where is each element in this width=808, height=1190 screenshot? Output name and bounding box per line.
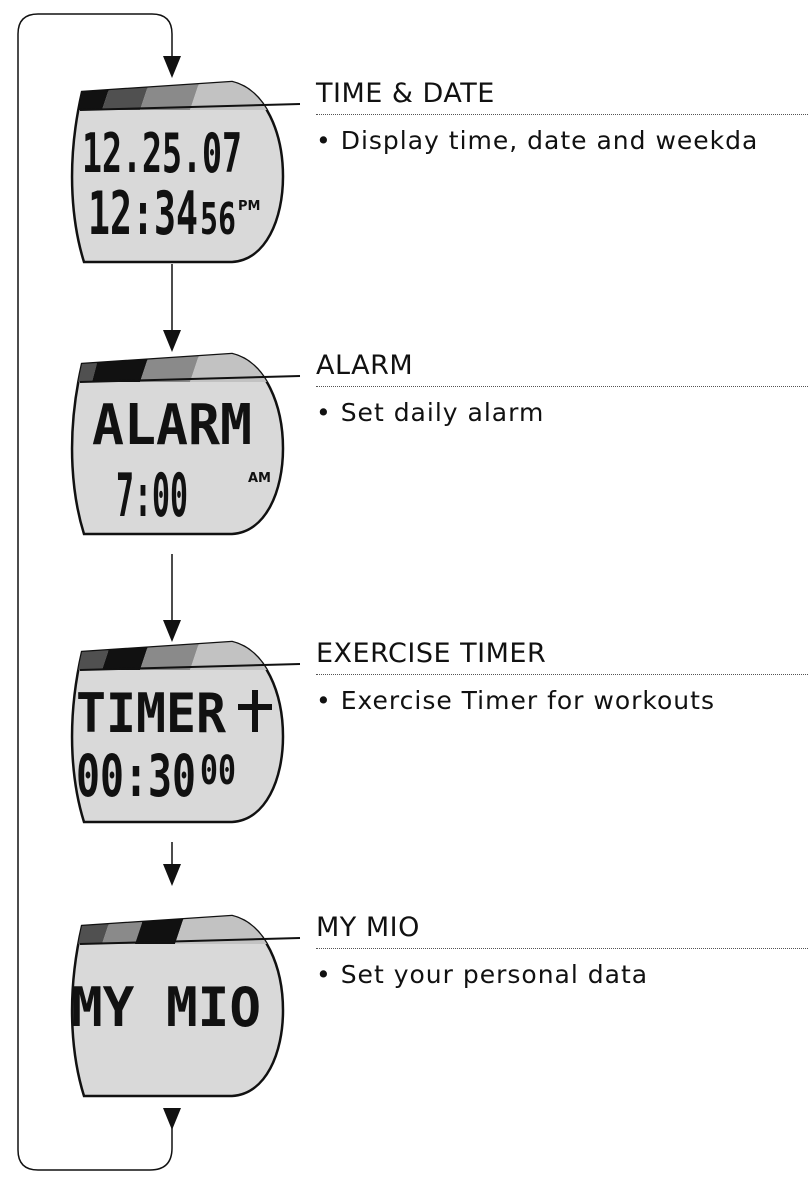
- watch-screen-exercise-timer: TIMER 00:30 00: [70, 640, 301, 824]
- dotted-divider: [316, 386, 808, 387]
- loop-connector-line: [17, 13, 173, 1171]
- dotted-divider: [316, 948, 808, 949]
- lcd-seconds: 00: [200, 748, 236, 794]
- lcd-line-2: 12:34: [88, 179, 198, 249]
- mode-title: TIME & DATE: [316, 78, 495, 109]
- mode-title: ALARM: [316, 350, 414, 381]
- watch-screen-outline: [70, 640, 285, 824]
- flow-arrow-1: [163, 264, 181, 352]
- lcd-line-2: 00:30: [76, 742, 196, 810]
- lcd-line-1: TIMER: [76, 682, 226, 745]
- lcd-line-2: 7:00: [116, 461, 188, 531]
- mode-title: MY MIO: [316, 912, 420, 943]
- lcd-am-pm-indicator: AM: [248, 471, 271, 486]
- timer-plus-icon: [238, 690, 272, 732]
- mode-block-alarm: ALARM • Set daily alarm: [316, 350, 808, 428]
- mode-description: • Display time, date and weekda: [316, 126, 759, 155]
- loop-arrowhead-bottom: [163, 1108, 181, 1130]
- mode-description: • Set your personal data: [316, 960, 649, 989]
- mode-block-time-date: TIME & DATE • Display time, date and wee…: [316, 78, 808, 156]
- loop-arrowhead-top: [163, 56, 181, 78]
- watch-screen-alarm: ALARM 7:00 AM: [70, 352, 301, 536]
- lcd-am-pm-indicator: PM: [238, 199, 260, 214]
- mode-title: EXERCISE TIMER: [316, 638, 547, 669]
- mode-block-exercise-timer: EXERCISE TIMER • Exercise Timer for work…: [316, 638, 808, 716]
- watch-screen-outline: [70, 914, 285, 1098]
- watch-screen-my-mio: MY MIO: [70, 914, 301, 1098]
- flow-arrow-2: [163, 554, 181, 642]
- mode-description: • Exercise Timer for workouts: [316, 686, 715, 715]
- mode-description: • Set daily alarm: [316, 398, 545, 427]
- mode-block-my-mio: MY MIO • Set your personal data: [316, 912, 808, 990]
- lcd-seconds: 56: [200, 194, 236, 245]
- watch-screen-outline: [70, 352, 285, 536]
- lcd-line-1: MY MIO: [71, 976, 261, 1039]
- lcd-line-1: 12.25.07: [82, 122, 242, 185]
- watch-screen-outline: [70, 80, 285, 264]
- watch-screen-time-date: 12.25.07 12:34 56 PM: [70, 80, 301, 264]
- flow-arrow-3: [163, 842, 181, 886]
- dotted-divider: [316, 674, 808, 675]
- dotted-divider: [316, 114, 808, 115]
- lcd-line-1: ALARM: [92, 393, 252, 458]
